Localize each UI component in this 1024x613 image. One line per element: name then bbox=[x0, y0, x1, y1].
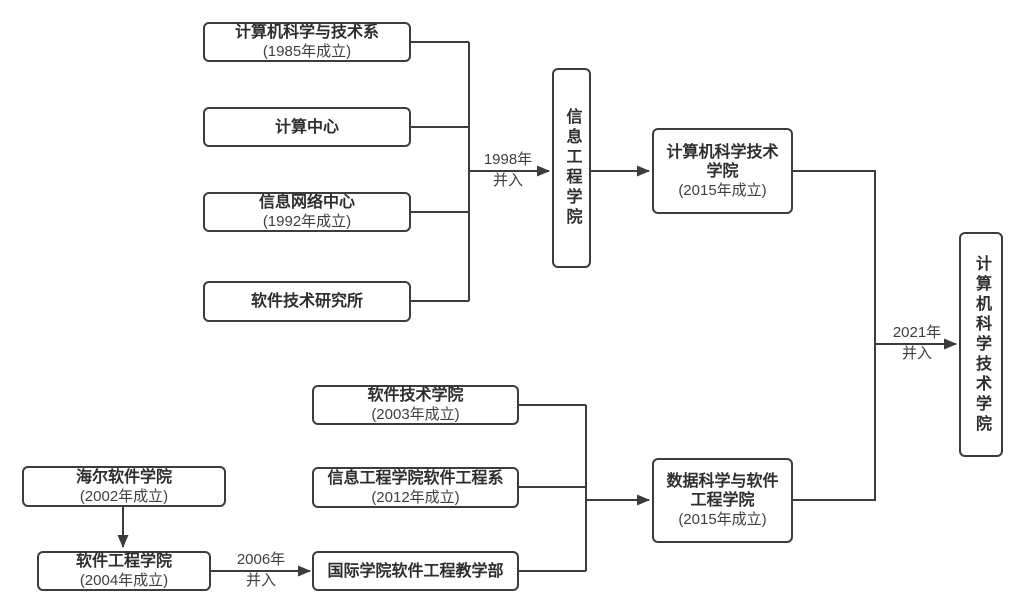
node-title: 海尔软件学院 bbox=[75, 468, 172, 486]
edge-label-merge-2021: 2021年 并入 bbox=[879, 322, 955, 364]
node-title: 信息工程学院 bbox=[563, 108, 581, 228]
edge-label-year: 2021年 bbox=[892, 324, 942, 341]
node-title: 计算机科学技术学院 bbox=[973, 254, 990, 435]
edge-label-merge-2006: 2006年 并入 bbox=[223, 549, 299, 591]
node-subtitle: (2015年成立) bbox=[678, 181, 767, 199]
edge-label-year: 2006年 bbox=[236, 551, 286, 568]
node-subtitle: (2012年成立) bbox=[371, 488, 460, 506]
node-title: 计算机科学技术 学院 bbox=[666, 143, 779, 180]
edge-label-verb: 并入 bbox=[492, 172, 523, 189]
node-cs-college-final: 计算机科学技术学院 bbox=[959, 232, 1003, 457]
node-subtitle: (1985年成立) bbox=[262, 43, 352, 60]
node-software-eng-college: 软件工程学院 (2004年成立) bbox=[37, 551, 211, 591]
node-data-science-college: 数据科学与软件 工程学院 (2015年成立) bbox=[652, 458, 793, 543]
edge-label-verb: 并入 bbox=[245, 572, 276, 589]
node-haier-software-college: 海尔软件学院 (2002年成立) bbox=[22, 466, 226, 507]
node-title: 软件工程学院 bbox=[75, 553, 172, 570]
node-title: 计算中心 bbox=[274, 118, 339, 136]
edge-right-bracket bbox=[793, 170, 876, 501]
node-software-tech-institute: 软件技术研究所 bbox=[203, 281, 411, 322]
node-subtitle: (2002年成立) bbox=[79, 487, 169, 505]
node-intl-software-teaching: 国际学院软件工程教学部 bbox=[312, 551, 519, 591]
node-subtitle: (2003年成立) bbox=[371, 406, 460, 423]
node-cs-tech-dept: 计算机科学与技术系 (1985年成立) bbox=[203, 22, 411, 62]
edge-label-merge-1998: 1998年 并入 bbox=[470, 149, 546, 191]
node-subtitle: (2004年成立) bbox=[79, 572, 169, 589]
edge-label-year: 1998年 bbox=[483, 151, 533, 168]
edge-label-verb: 并入 bbox=[901, 345, 932, 362]
node-info-network-center: 信息网络中心 (1992年成立) bbox=[203, 192, 411, 232]
node-cs-college-2015: 计算机科学技术 学院 (2015年成立) bbox=[652, 128, 793, 214]
node-title: 软件技术学院 bbox=[367, 387, 464, 404]
node-title: 计算机科学与技术系 bbox=[234, 24, 379, 41]
node-title: 数据科学与软件 工程学院 bbox=[666, 473, 779, 509]
node-title: 软件技术研究所 bbox=[250, 293, 363, 310]
node-subtitle: (2015年成立) bbox=[678, 511, 767, 528]
node-subtitle: (1992年成立) bbox=[262, 213, 352, 230]
node-software-tech-college: 软件技术学院 (2003年成立) bbox=[312, 385, 519, 425]
node-info-engineering-college: 信息工程学院 bbox=[552, 68, 591, 268]
node-title: 信息网络中心 bbox=[258, 194, 355, 211]
node-ie-software-eng-dept: 信息工程学院软件工程系 (2012年成立) bbox=[312, 467, 519, 508]
node-title: 信息工程学院软件工程系 bbox=[327, 469, 504, 487]
node-title: 国际学院软件工程教学部 bbox=[327, 562, 504, 580]
node-computing-center: 计算中心 bbox=[203, 107, 411, 147]
